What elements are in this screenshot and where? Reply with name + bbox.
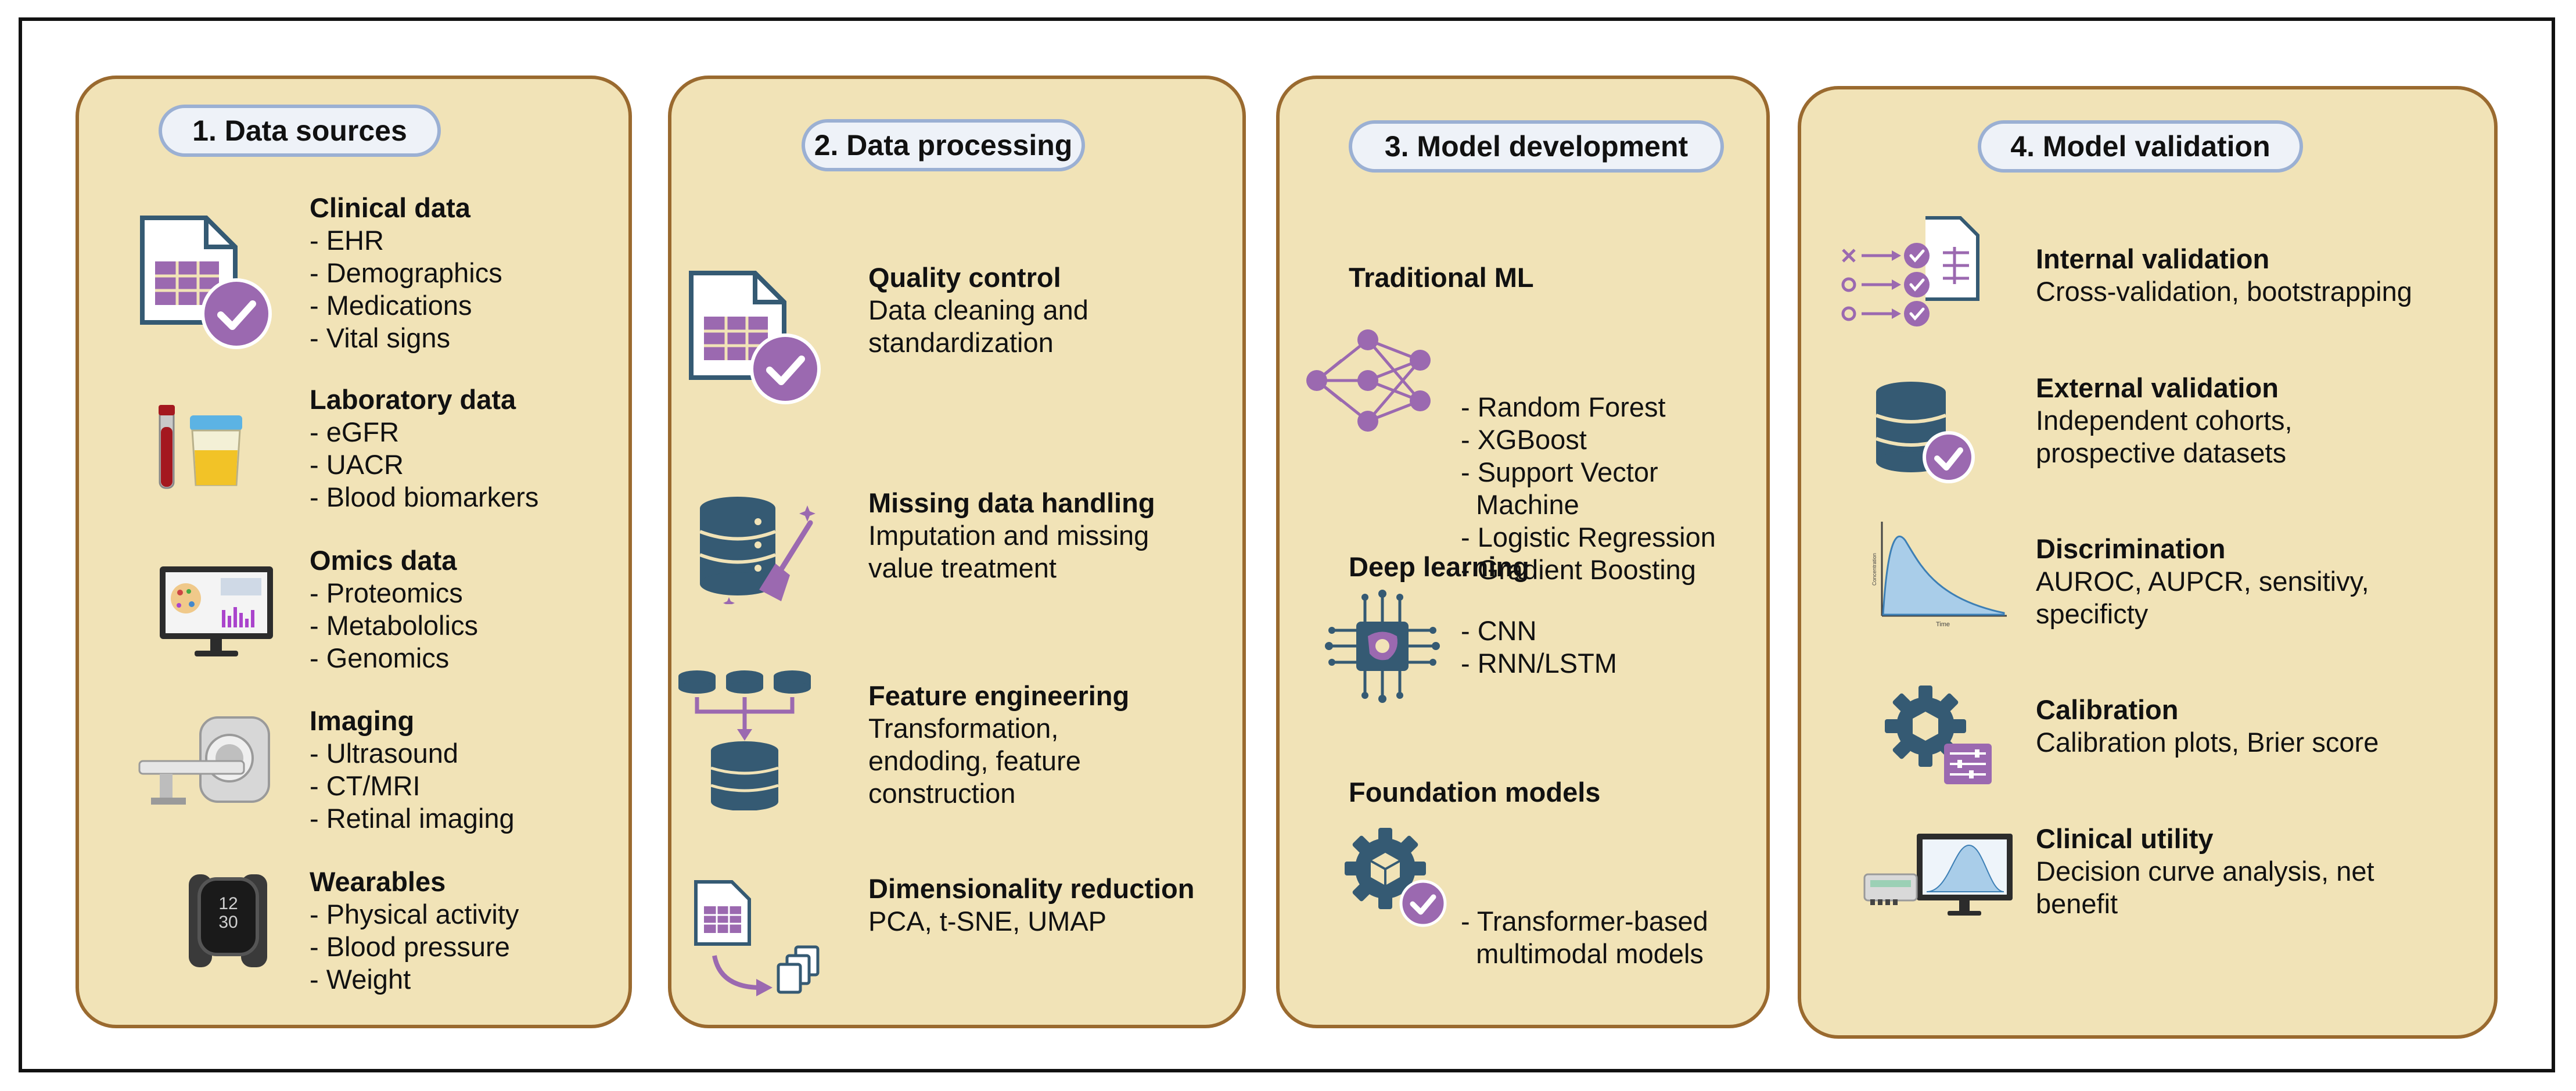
list-wearables: - Physical activity- Blood pressure- Wei… — [310, 899, 519, 995]
heading-deep-learning: Deep learning — [1349, 551, 1529, 582]
heading-traditional-ml: Traditional ML — [1349, 262, 1534, 293]
heading-imaging: Imaging — [310, 705, 415, 736]
heading-missing-data-handling: Missing data handling — [868, 487, 1155, 518]
smartwatch-icon: 12 30 — [189, 874, 267, 967]
list-clinical-data: - EHR- Demographics- Medications- Vital … — [310, 225, 502, 353]
database-broom-icon — [699, 497, 815, 604]
panel-model-development — [1276, 76, 1770, 1028]
svg-text:30: 30 — [218, 913, 238, 932]
text-internal-validation: Cross-validation, bootstrapping — [2036, 276, 2412, 307]
curve-xlabel: Time — [1936, 621, 1950, 628]
list-foundation-models: - Transformer-based multimodal models — [1461, 906, 1708, 969]
ai-chip-icon — [1325, 590, 1440, 703]
computer-curve-icon — [1863, 834, 2013, 916]
panel-title-data-processing: 2. Data processing — [802, 119, 1085, 171]
heading-calibration: Calibration — [2036, 694, 2179, 725]
heading-clinical-utility: Clinical utility — [2036, 823, 2214, 854]
list-laboratory-data: - eGFR- UACR- Blood biomarkers — [310, 417, 539, 512]
gear-cube-check-icon — [1345, 828, 1447, 927]
heading-dimensionality-reduction: Dimensionality reduction — [868, 873, 1195, 904]
curve-ylabel: Concentration — [1871, 553, 1877, 586]
heading-clinical-data: Clinical data — [310, 192, 470, 223]
dimensionality-reduction-icon — [694, 880, 820, 996]
feature-engineering-databases-icon — [678, 670, 811, 810]
panel-title-model-validation: 4. Model validation — [1978, 120, 2303, 173]
heading-external-validation: External validation — [2036, 372, 2279, 403]
panel-title-data-sources: 1. Data sources — [159, 105, 441, 157]
text-external-validation: Independent cohorts,prospective datasets — [2036, 405, 2293, 468]
heading-discrimination: Discrimination — [2036, 533, 2226, 564]
blood-tube-urine-cup-icon — [159, 405, 242, 489]
concentration-curve-icon: Concentration Time — [1871, 522, 2007, 628]
list-omics-data: - Proteomics- Metabololics- Genomics — [310, 577, 478, 673]
text-dimensionality-reduction: PCA, t-SNE, UMAP — [868, 906, 1107, 936]
text-calibration: Calibration plots, Brier score — [2036, 727, 2379, 758]
spreadsheet-check-icon — [689, 271, 821, 404]
checklist-icon — [1841, 216, 1979, 326]
heading-wearables: Wearables — [310, 866, 446, 897]
svg-text:12: 12 — [218, 894, 238, 913]
gear-sliders-icon — [1885, 686, 1992, 784]
neural-network-icon — [1306, 329, 1431, 432]
heading-laboratory-data: Laboratory data — [310, 384, 516, 415]
list-traditional-ml: - Random Forest- XGBoost- Support Vector… — [1461, 392, 1716, 585]
heading-feature-engineering: Feature engineering — [868, 680, 1130, 711]
list-imaging: - Ultrasound- CT/MRI- Retinal imaging — [310, 738, 515, 834]
heading-quality-control: Quality control — [868, 262, 1061, 293]
text-discrimination: AUROC, AUPCR, sensitivy,specificty — [2036, 566, 2369, 629]
spreadsheet-check-icon — [140, 216, 272, 349]
database-check-icon — [1875, 382, 1975, 483]
monitor-omics-icon — [160, 566, 273, 656]
heading-omics-data: Omics data — [310, 545, 457, 576]
panel-title-model-development: 3. Model development — [1349, 120, 1724, 173]
heading-internal-validation: Internal validation — [2036, 243, 2270, 274]
heading-foundation-models: Foundation models — [1349, 777, 1601, 808]
list-deep-learning: - CNN- RNN/LSTM — [1461, 615, 1617, 679]
ct-scanner-icon — [138, 716, 270, 805]
